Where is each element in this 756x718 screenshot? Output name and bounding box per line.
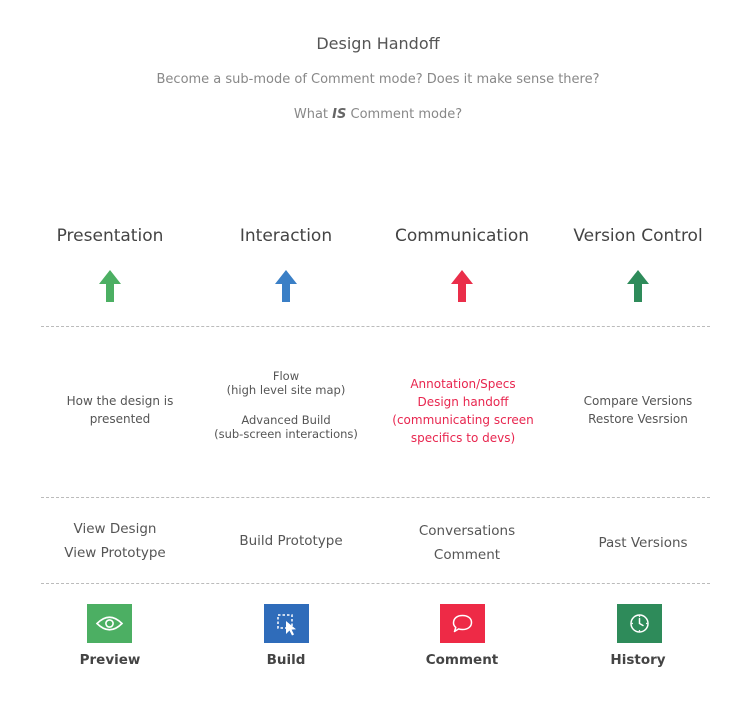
divider [41,326,710,327]
description-line: Restore Vesrsion [588,412,688,426]
up-arrow-communication [451,270,473,302]
actions-interaction: Build Prototype [206,529,376,553]
actions-version-control: Past Versions [558,531,728,555]
heading-communication: Communication [395,226,529,246]
action-comment: Comment [433,547,501,563]
divider [41,583,710,584]
history-button[interactable] [617,604,662,643]
up-arrow-icon [275,270,297,302]
history-label: History [610,652,666,668]
subtitle-question: Become a sub-mode of Comment mode? Does … [156,72,600,87]
comment-label: Comment [425,652,499,668]
preview-button[interactable] [87,604,132,643]
clock-icon [630,614,649,633]
heading-interaction: Interaction [239,226,333,246]
description-line: (high level site map) [226,383,346,397]
description-line: Compare Versions [583,394,693,408]
speech-bubble-icon [452,614,473,633]
up-arrow-presentation [99,270,121,302]
description-line: (sub-screen interactions) [214,427,358,441]
up-arrow-version-control [627,270,649,302]
description-line: specifics to devs) [410,431,516,445]
divider [41,497,710,498]
action-conversations: Conversations [418,523,516,539]
select-cursor-icon [277,614,296,636]
action-past-versions: Past Versions [598,535,688,551]
page-title: Design Handoff [316,34,440,53]
subtitle-what-is: What IS Comment mode? [0,107,756,122]
eye-icon [95,616,124,631]
description-line: Annotation/Specs [410,377,516,391]
description-line: Advanced Build [241,413,331,427]
build-button[interactable] [264,604,309,643]
description-line: Flow [272,369,300,383]
comment-button[interactable] [440,604,485,643]
action-view-design: View Design [73,521,157,537]
actions-communication: Conversations Comment [382,519,552,567]
subtitle-what-is-pre: What [293,107,333,122]
preview-label: Preview [79,652,141,668]
build-label: Build [266,652,306,668]
description-presentation: How the design is presented [35,392,205,428]
description-line: presented [89,412,151,426]
heading-presentation: Presentation [56,226,164,246]
subtitle-what-is-emphasis: IS [332,107,347,122]
actions-presentation: View Design View Prototype [30,517,200,565]
description-version-control: Compare Versions Restore Vesrsion [553,392,723,428]
description-communication: Annotation/Specs Design handoff (communi… [378,375,548,447]
action-view-prototype: View Prototype [64,545,166,561]
description-line: (communicating screen [392,413,534,427]
action-build-prototype: Build Prototype [239,533,343,549]
heading-version-control: Version Control [573,226,703,246]
description-line: Design handoff [417,395,509,409]
description-spacer [201,397,371,413]
subtitle-what-is-post: Comment mode? [346,107,463,122]
up-arrow-icon [627,270,649,302]
up-arrow-icon [451,270,473,302]
up-arrow-interaction [275,270,297,302]
description-interaction: Flow (high level site map) Advanced Buil… [201,369,371,441]
description-line: How the design is [66,394,174,408]
up-arrow-icon [99,270,121,302]
